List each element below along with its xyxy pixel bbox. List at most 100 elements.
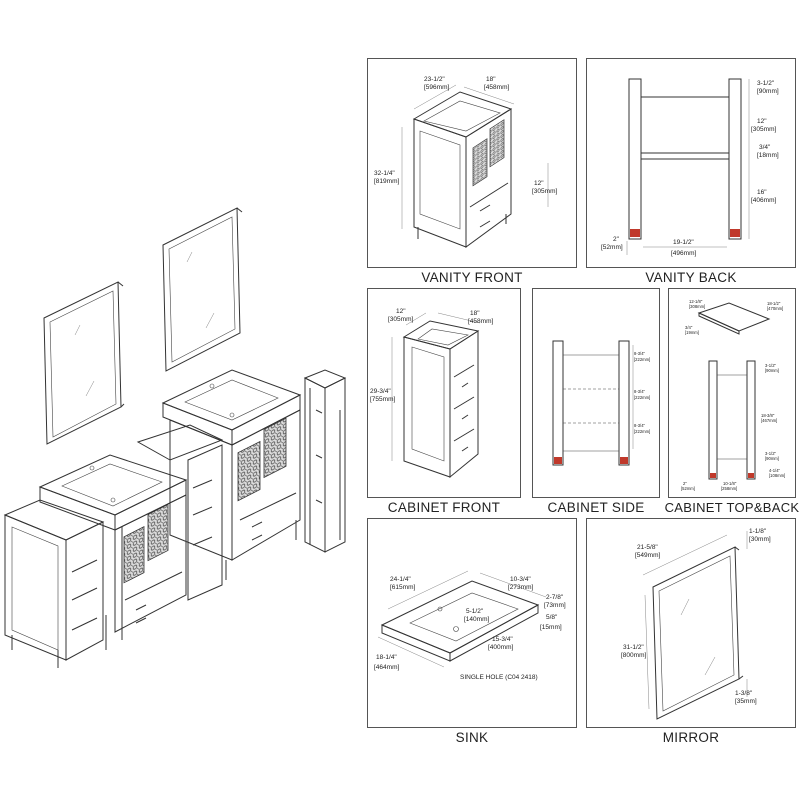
mirror-caption: MIRROR — [662, 730, 720, 745]
dim-label: 10-1/8" — [723, 481, 737, 486]
dim-label: [140mm] — [464, 616, 489, 623]
cabinet-top-back-drawing: 12-1/8" [308mm] 18-1/2" [470mm] 3/4" [19… — [681, 299, 785, 491]
left-side-cabinet — [3, 499, 105, 668]
dim-label: [19mm] — [685, 330, 699, 335]
dim-label: 12" — [396, 308, 406, 315]
dim-label: [108mm] — [769, 473, 785, 478]
dim-label: [273mm] — [508, 584, 533, 591]
dim-label: 4-1/4" — [769, 468, 781, 473]
vanity-set-drawing — [3, 207, 347, 668]
dim-label: 24-1/4" — [390, 576, 411, 583]
dim-label: 8-3/4" — [634, 423, 646, 428]
dim-label: [755mm] — [370, 396, 395, 403]
cabinet-front-caption: CABINET FRONT — [387, 500, 501, 515]
dim-label: [470mm] — [767, 306, 783, 311]
left-mirror — [43, 281, 125, 445]
dim-label: [52mm] — [601, 244, 623, 251]
dim-label: 32-1/4" — [374, 170, 395, 177]
right-side-cabinet — [303, 369, 347, 553]
vanity-front-panel: 23-1/2" [596mm] 18" [458mm] 32-1/4" [819… — [367, 58, 577, 268]
dim-label: [458mm] — [484, 84, 509, 91]
dim-label: 18-1/2" — [767, 301, 781, 306]
dim-label: [90mm] — [757, 88, 779, 95]
dim-label: [308mm] — [689, 304, 705, 309]
dim-label: 23-1/2" — [424, 76, 445, 83]
cabinet-front-drawing: 12" [305mm] 18" [458mm] 29-3/4" [755mm] — [370, 308, 493, 479]
dim-label: 18" — [470, 310, 480, 317]
dim-label: 21-5/8" — [637, 544, 658, 551]
dim-label: 2" — [683, 481, 687, 486]
dim-label: 1-3/8" — [735, 690, 753, 697]
dim-label: [222mm] — [634, 357, 650, 362]
sink-caption: SINK — [455, 730, 489, 745]
dim-label: 2" — [613, 236, 620, 243]
vanity-front-caption: VANITY FRONT — [421, 270, 523, 285]
dim-label: [15mm] — [540, 624, 562, 631]
mirror-panel: 1-1/8" [30mm] 21-5/8" [549mm] 31-1/2" [8… — [586, 518, 796, 728]
dim-label: [90mm] — [765, 368, 779, 373]
dim-label: 18-1/4" — [376, 654, 397, 661]
dim-label: [18mm] — [757, 152, 779, 159]
dim-label: [596mm] — [424, 84, 449, 91]
dim-label: 3/4" — [685, 325, 693, 330]
vanity-back-caption: VANITY BACK — [645, 270, 737, 285]
cabinet-top-back-caption: CABINET TOP&BACK — [664, 500, 800, 515]
cabinet-top-back-panel: 12-1/8" [308mm] 18-1/2" [470mm] 3/4" [19… — [668, 288, 796, 498]
dim-label: [464mm] — [374, 664, 399, 671]
dim-label: 3-1/2" — [765, 363, 777, 368]
cabinet-side-panel: 8-3/4" [222mm] 8-3/4" [222mm] 8-3/4" [22… — [532, 288, 660, 498]
dim-label: [90mm] — [765, 456, 779, 461]
left-vanity — [38, 454, 188, 650]
dim-label: [615mm] — [390, 584, 415, 591]
dim-label: [35mm] — [735, 698, 757, 705]
dim-label: [305mm] — [532, 188, 557, 195]
vanity-back-panel: 3-1/2" [90mm] 12" [305mm] 3/4" [18mm] 16… — [586, 58, 796, 268]
sink-panel: 24-1/4" [615mm] 10-3/4" [273mm] 2-7/8" [… — [367, 518, 577, 728]
dim-label: [73mm] — [544, 602, 566, 609]
dim-label: [222mm] — [634, 395, 650, 400]
dim-label: 18-3/8" — [761, 413, 775, 418]
dim-label: 5/8" — [546, 614, 558, 621]
dim-label: 12-1/8" — [689, 299, 703, 304]
cabinet-side-caption: CABINET SIDE — [547, 500, 645, 515]
vanity-front-drawing: 23-1/2" [596mm] 18" [458mm] 32-1/4" [819… — [374, 76, 557, 248]
cabinet-side-drawing: 8-3/4" [222mm] 8-3/4" [222mm] 8-3/4" [22… — [552, 340, 650, 466]
dim-label: 15-3/4" — [492, 636, 513, 643]
dim-label: 8-3/4" — [634, 351, 646, 356]
dim-label: [305mm] — [388, 316, 413, 323]
dim-label: [258mm] — [721, 486, 737, 491]
dim-label: 3-1/2" — [765, 451, 777, 456]
dim-label: 3-1/2" — [757, 80, 775, 87]
dim-label: [458mm] — [468, 318, 493, 325]
dim-label: 5-1/2" — [466, 608, 484, 615]
product-illustration — [0, 0, 360, 800]
dim-label: 3/4" — [759, 144, 771, 151]
mirror-drawing: 1-1/8" [30mm] 21-5/8" [549mm] 31-1/2" [8… — [621, 528, 771, 720]
dim-label: [406mm] — [751, 197, 776, 204]
vanity-back-drawing: 3-1/2" [90mm] 12" [305mm] 3/4" [18mm] 16… — [601, 78, 779, 257]
dim-label: [819mm] — [374, 178, 399, 185]
dim-label: [400mm] — [488, 644, 513, 651]
dim-label: [496mm] — [671, 250, 696, 257]
middle-cabinet — [136, 424, 224, 601]
cabinet-front-panel: 12" [305mm] 18" [458mm] 29-3/4" [755mm] — [367, 288, 521, 498]
dim-label: [467mm] — [761, 418, 777, 423]
dim-label: [222mm] — [634, 429, 650, 434]
dim-label: 12" — [757, 118, 767, 125]
dim-label: [52mm] — [681, 486, 695, 491]
dim-label: 18" — [486, 76, 496, 83]
dim-label: 10-3/4" — [510, 576, 531, 583]
sink-drawing: 24-1/4" [615mm] 10-3/4" [273mm] 2-7/8" [… — [374, 570, 566, 681]
dim-label: 31-1/2" — [623, 644, 644, 651]
dim-label: [800mm] — [621, 652, 646, 659]
dim-label: 29-3/4" — [370, 388, 391, 395]
right-vanity — [161, 369, 302, 580]
dim-label: [305mm] — [751, 126, 776, 133]
sink-note: SINGLE HOLE (C04 2418) — [460, 674, 538, 681]
right-mirror — [162, 207, 243, 372]
dim-label: [549mm] — [635, 552, 660, 559]
dim-label: 1-1/8" — [749, 528, 767, 535]
dim-label: 16" — [757, 189, 767, 196]
dim-label: [30mm] — [749, 536, 771, 543]
